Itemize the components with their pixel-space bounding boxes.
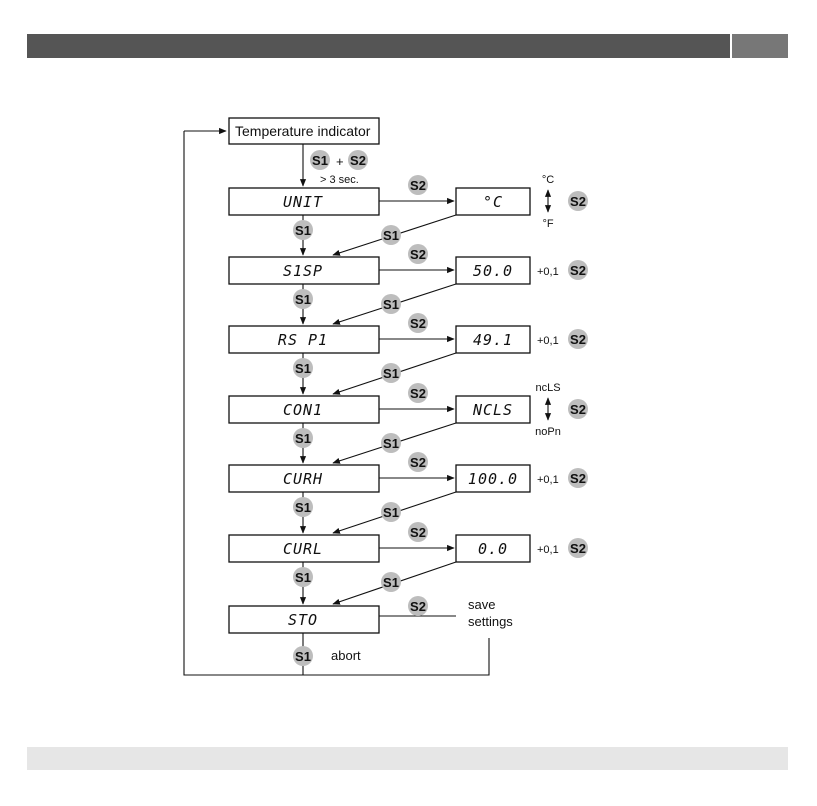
- step-1-s1-down-label: S1: [295, 292, 311, 307]
- step-0-option-bottom: °F: [542, 218, 553, 230]
- entry-s2-label: S2: [350, 153, 366, 168]
- step-0-option-top: °C: [542, 174, 554, 186]
- step-0-s1-down-label: S1: [295, 223, 311, 238]
- step-3-option-bottom: noPn: [535, 426, 561, 438]
- step-sto-label: STO: [288, 611, 318, 629]
- step-5-increment: +0,1: [537, 544, 559, 556]
- step-0-s2-label: S2: [410, 178, 426, 193]
- step-5-s2-label: S2: [410, 525, 426, 540]
- step-5-name: CURL: [283, 540, 323, 558]
- step-5-s1-return-label: S1: [383, 575, 399, 590]
- step-4-adjust-s2-label: S2: [570, 471, 586, 486]
- step-2-s1-return-label: S1: [383, 366, 399, 381]
- entry-s1-label: S1: [312, 153, 328, 168]
- step-4-s2-label: S2: [410, 455, 426, 470]
- step-2-s2-label: S2: [410, 316, 426, 331]
- step-4-s1-down-label: S1: [295, 500, 311, 515]
- step-2-adjust-s2-label: S2: [570, 332, 586, 347]
- entry-hold-label: > 3 sec.: [320, 174, 359, 186]
- step-4-increment: +0,1: [537, 474, 559, 486]
- step-0-adjust-s2-label: S2: [570, 194, 586, 209]
- step-5-s1-down-label: S1: [295, 570, 311, 585]
- step-1-value: 50.0: [473, 262, 513, 280]
- save-s2-label: S2: [410, 599, 426, 614]
- step-3-option-top: ncLS: [535, 382, 560, 394]
- step-1-s1-return-label: S1: [383, 297, 399, 312]
- step-5-adjust-s2-label: S2: [570, 541, 586, 556]
- step-3-s2-label: S2: [410, 386, 426, 401]
- step-3-s1-down-label: S1: [295, 431, 311, 446]
- save-text-2: settings: [468, 614, 513, 629]
- step-4-name: CURH: [283, 470, 323, 488]
- step-3-value: NCLS: [472, 401, 513, 419]
- abort-text: abort: [331, 648, 361, 663]
- step-0-s1-return-label: S1: [383, 228, 399, 243]
- step-1-s2-label: S2: [410, 247, 426, 262]
- step-3-s1-return-label: S1: [383, 436, 399, 451]
- entry-plus: +: [336, 154, 344, 169]
- step-3-adjust-s2-label: S2: [570, 402, 586, 417]
- step-4-value: 100.0: [468, 470, 518, 488]
- step-1-adjust-s2-label: S2: [570, 263, 586, 278]
- step-2-increment: +0,1: [537, 335, 559, 347]
- step-1-name: S1SP: [283, 262, 323, 280]
- start-label: Temperature indicator: [235, 123, 371, 139]
- step-3-name: CON1: [283, 401, 323, 419]
- step-1-increment: +0,1: [537, 266, 559, 278]
- step-0-value: °C: [483, 193, 503, 211]
- step-2-name: RS P1: [278, 331, 328, 349]
- step-2-s1-down-label: S1: [295, 361, 311, 376]
- step-5-value: 0.0: [478, 540, 508, 558]
- abort-s1-label: S1: [295, 649, 311, 664]
- step-2-value: 49.1: [473, 331, 513, 349]
- step-4-s1-return-label: S1: [383, 505, 399, 520]
- save-text-1: save: [468, 597, 495, 612]
- step-0-name: UNIT: [283, 193, 323, 211]
